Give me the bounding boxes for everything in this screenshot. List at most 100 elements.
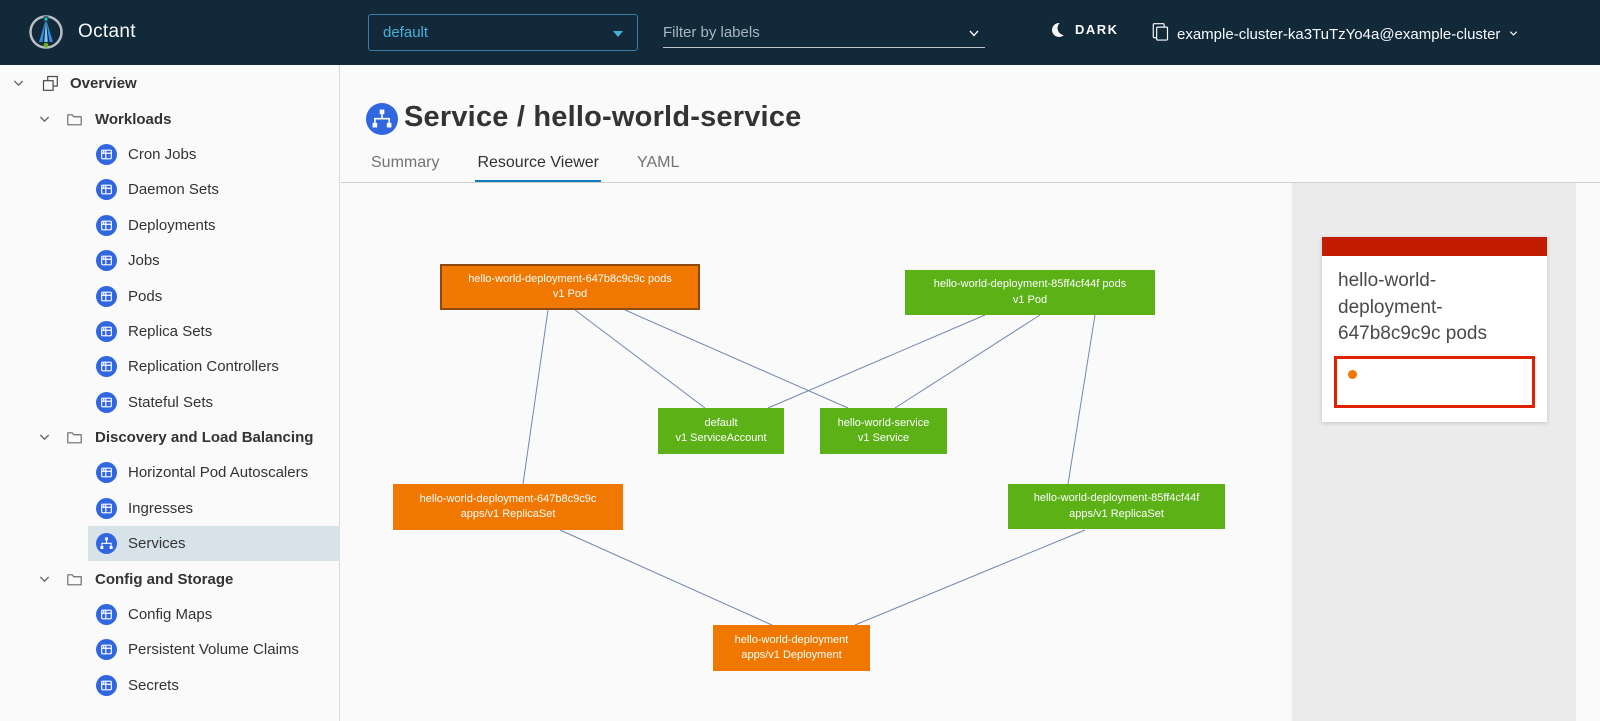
sidebar-item-stateful-sets[interactable]: Stateful Sets [88,385,340,420]
tab-resource-viewer[interactable]: Resource Viewer [475,150,601,183]
replication-controllers-icon [96,356,117,378]
sidebar-item-label: Secrets [128,676,179,694]
graph-edge [624,309,849,409]
discovery-and-load-balancing-icon [66,429,83,446]
replica-sets-icon [96,320,117,342]
sidebar-item-cron-jobs[interactable]: Cron Jobs [88,137,340,172]
sidebar-item-label: Deployments [128,216,216,234]
node-kind-label: v1 Pod [1012,293,1048,306]
graph-edge [574,309,706,409]
sidebar-item-label: Config Maps [128,606,213,624]
sidebar-item-label: Jobs [128,252,160,270]
detail-panel: hello-world-deployment-647b8c9c9c pods [1292,183,1576,721]
sidebar-item-deployments[interactable]: Deployments [88,208,340,243]
node-kind-label: apps/v1 ReplicaSet [460,508,556,520]
node-label: hello-world-deployment-85ff4cf44f pods [933,278,1127,291]
persistent-volume-claims-icon [96,639,117,661]
services-icon [96,533,117,555]
sidebar-item-label: Stateful Sets [128,393,214,411]
sidebar-item-overview[interactable]: Overview [0,66,339,101]
chevron-down-icon[interactable] [38,573,51,586]
tab-yaml[interactable]: YAML [637,154,680,171]
node-label: hello-world-service [837,416,930,429]
namespace-select[interactable]: default [368,14,638,51]
chevron-down-icon[interactable] [38,431,51,444]
filter-placeholder: Filter by labels [663,24,760,41]
tab-summary[interactable]: Summary [371,154,440,171]
sidebar-group-workloads[interactable]: Workloads [0,101,339,136]
cluster-context-label: example-cluster-ka3TuTzYo4a@example-clus… [1177,26,1501,43]
cron-jobs-icon [96,143,117,165]
content-divider [341,182,1600,183]
sidebar-item-ingresses[interactable]: Ingresses [88,491,340,526]
stateful-sets-icon [96,391,117,413]
sidebar-group-discovery-and-load-balancing[interactable]: Discovery and Load Balancing [0,420,339,455]
service-icon [366,103,398,135]
sidebar-item-label: Pods [128,287,163,305]
top-header: Octant default Filter by labels DARK exa… [0,0,1600,65]
chevron-down-icon[interactable] [38,113,51,126]
sidebar-item-config-maps[interactable]: Config Maps [88,597,340,632]
daemon-sets-icon [96,179,117,201]
dark-theme-toggle[interactable]: DARK [1052,22,1119,37]
filter-by-labels-input[interactable]: Filter by labels [663,18,985,48]
sidebar-group-config-and-storage[interactable]: Config and Storage [0,561,339,596]
clipboard-icon [1152,22,1169,47]
node-kind-label: apps/v1 Deployment [741,649,842,661]
sidebar-item-label: Replica Sets [128,322,213,340]
jobs-icon [96,250,117,272]
node-label: hello-world-deployment-647b8c9c9c [419,492,597,505]
graph-node-pod-85ff4cf44f[interactable]: hello-world-deployment-85ff4cf44f pods v1… [905,270,1155,315]
sidebar-item-pods[interactable]: Pods [88,278,340,313]
sidebar-item-label: Ingresses [128,499,194,517]
workloads-icon [66,111,83,128]
card-status-accent-bar [1322,237,1547,256]
sidebar-item-replication-controllers[interactable]: Replication Controllers [88,349,340,384]
sidebar-item-label: Persistent Volume Claims [128,641,299,659]
namespace-selected-value: default [383,24,429,41]
chevron-down-icon[interactable] [12,77,25,90]
node-kind-label: v1 ServiceAccount [675,432,767,444]
sidebar-item-persistent-volume-claims[interactable]: Persistent Volume Claims [88,632,340,667]
sidebar-item-jobs[interactable]: Jobs [88,243,340,278]
node-alert-box [1334,355,1535,408]
config-and-storage-icon [66,571,83,588]
dark-theme-label: DARK [1075,22,1119,37]
sidebar-item-replica-sets[interactable]: Replica Sets [88,314,340,349]
node-kind-label: apps/v1 ReplicaSet [1069,507,1164,520]
sidebar-item-services[interactable]: Services [88,526,340,562]
sidebar-item-label: Cron Jobs [128,145,197,163]
graph-node-replicaset-85ff4cf44f[interactable]: hello-world-deployment-85ff4cf44f apps/v1… [1008,484,1225,529]
selected-node-title: hello-world-deployment-647b8c9c9c pods [1338,270,1487,345]
sidebar-item-label: Services [128,535,186,553]
filter-chevron-down-icon[interactable] [967,26,981,45]
deployments-icon [96,214,117,236]
node-label: hello-world-deployment-85ff4cf44f [1033,492,1200,505]
graph-edge [854,529,1086,626]
selected-node-card[interactable]: hello-world-deployment-647b8c9c9c pods [1322,237,1547,422]
sidebar-item-label: Horizontal Pod Autoscalers [128,464,309,482]
sidebar-item-label: Replication Controllers [128,358,279,376]
namespace-caret-icon [613,31,623,37]
config-maps-icon [96,604,117,626]
app-title: Octant [78,21,136,42]
graph-node-replicaset-647b8c9c9c[interactable]: hello-world-deployment-647b8c9c9c apps/v1… [393,484,623,530]
sidebar-item-label: Config and Storage [95,570,234,588]
sidebar-item-horizontal-pod-autoscalers[interactable]: Horizontal Pod Autoscalers [88,455,340,490]
sidebar-item-label: Discovery and Load Balancing [95,429,314,447]
graph-edge [1067,314,1096,485]
sidebar-item-secrets[interactable]: Secrets [88,668,340,703]
sidebar-item-label: Daemon Sets [128,181,219,199]
cluster-context-selector[interactable]: example-cluster-ka3TuTzYo4a@example-clus… [1152,22,1519,47]
graph-edge [767,314,986,409]
secrets-icon [96,674,117,696]
pods-icon [96,285,117,307]
sidebar-item-daemon-sets[interactable]: Daemon Sets [88,172,340,207]
overview-icon [42,75,59,92]
page-title: Service / hello-world-service [404,101,802,133]
